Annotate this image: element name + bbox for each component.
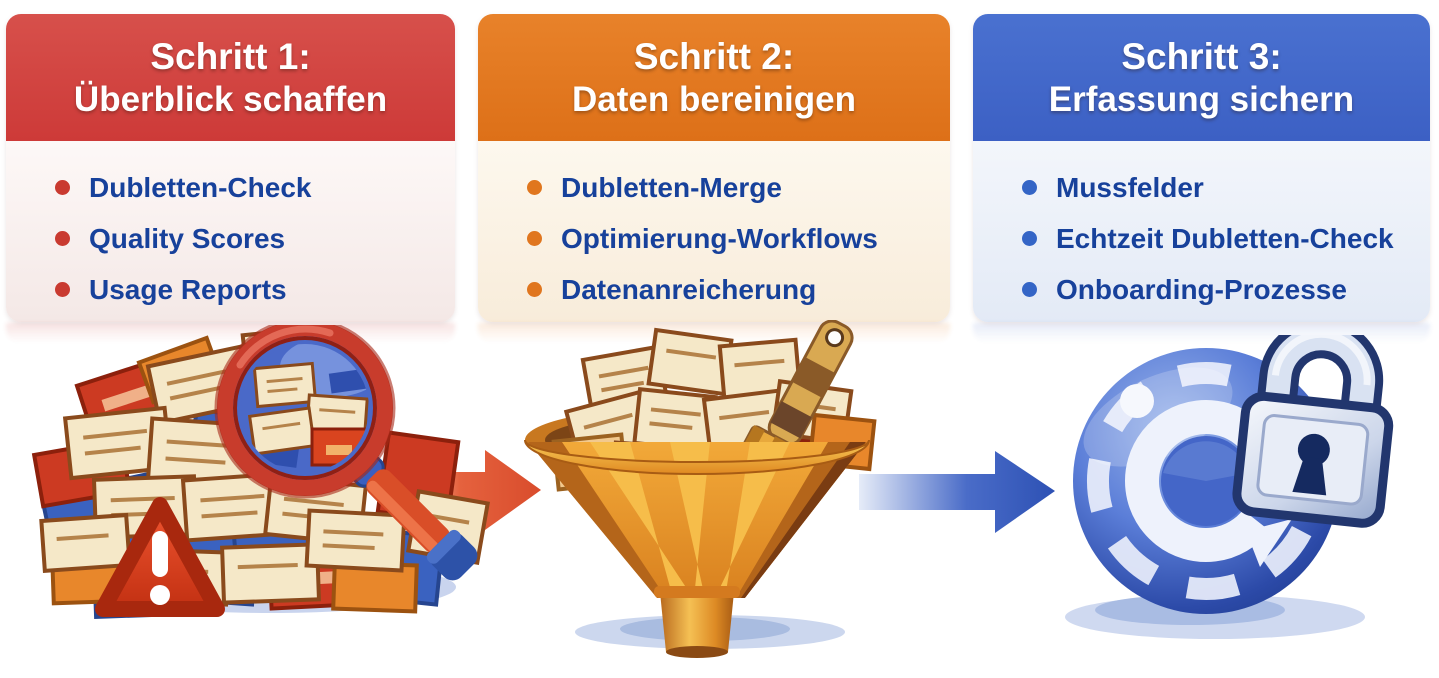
step-2-item-list: Dubletten-Merge Optimierung-Workflows Da…: [478, 141, 950, 322]
warning-icon: [95, 497, 225, 617]
arrow-step2-to-step3-icon: [859, 451, 1055, 533]
funnel-illustration: [524, 320, 877, 658]
list-item: Optimierung-Workflows: [527, 213, 940, 264]
step-3-title-line1: Schritt 3:: [1121, 35, 1282, 77]
list-item: Onboarding-Prozesse: [1022, 264, 1420, 315]
bullet-dot-icon: [1022, 282, 1037, 297]
bullet-dot-icon: [1022, 231, 1037, 246]
list-item-label: Dubletten-Check: [89, 171, 312, 203]
list-item-label: Dubletten-Merge: [561, 171, 782, 203]
bullet-dot-icon: [55, 231, 70, 246]
list-item: Quality Scores: [55, 213, 445, 264]
sphere-lock-illustration: [1065, 335, 1394, 639]
step-card-2: Schritt 2: Daten bereinigen Dubletten-Me…: [478, 14, 950, 322]
step-3-item-list: Mussfelder Echtzeit Dubletten-Check Onbo…: [973, 141, 1430, 322]
list-item-label: Echtzeit Dubletten-Check: [1056, 222, 1394, 254]
step-1-title-line2: Überblick schaffen: [73, 79, 388, 119]
step-2-title-line1: Schritt 2:: [633, 35, 795, 77]
list-item: Dubletten-Merge: [527, 162, 940, 213]
bullet-dot-icon: [527, 231, 542, 246]
step-card-1: Schritt 1: Überblick schaffen Dubletten-…: [6, 14, 455, 322]
step-1-title-line1: Schritt 1:: [150, 35, 311, 77]
bullet-dot-icon: [55, 282, 70, 297]
list-item-label: Datenanreicherung: [561, 273, 817, 305]
list-item: Usage Reports: [55, 264, 445, 315]
padlock-icon: [1232, 335, 1394, 528]
bullet-dot-icon: [527, 180, 542, 195]
list-item: Echtzeit Dubletten-Check: [1022, 213, 1420, 264]
list-item-label: Optimierung-Workflows: [561, 222, 878, 254]
list-item-label: Usage Reports: [89, 273, 287, 305]
step-2-title-line2: Daten bereinigen: [572, 79, 856, 119]
messy-data-pile-illustration: [31, 325, 490, 619]
bullet-dot-icon: [1022, 180, 1037, 195]
funnel-bowl: [528, 442, 866, 598]
step-2-header: Schritt 2: Daten bereinigen: [478, 14, 950, 141]
list-item: Mussfelder: [1022, 162, 1420, 213]
step-1-item-list: Dubletten-Check Quality Scores Usage Rep…: [6, 141, 455, 322]
magnifier-icon: [214, 325, 478, 581]
bullet-dot-icon: [55, 180, 70, 195]
list-item-label: Mussfelder: [1056, 171, 1204, 203]
list-item-label: Onboarding-Prozesse: [1056, 273, 1347, 305]
list-item: Dubletten-Check: [55, 162, 445, 213]
arrow-step1-to-step2-icon: [393, 450, 541, 530]
step-3-title-line2: Erfassung sichern: [1048, 79, 1355, 119]
bullet-dot-icon: [527, 282, 542, 297]
list-item-label: Quality Scores: [89, 222, 286, 254]
list-item: Datenanreicherung: [527, 264, 940, 315]
step-card-3: Schritt 3: Erfassung sichern Mussfelder …: [973, 14, 1430, 322]
lens-contents: [241, 344, 369, 472]
step-1-header: Schritt 1: Überblick schaffen: [6, 14, 455, 141]
step-3-header: Schritt 3: Erfassung sichern: [973, 14, 1430, 141]
